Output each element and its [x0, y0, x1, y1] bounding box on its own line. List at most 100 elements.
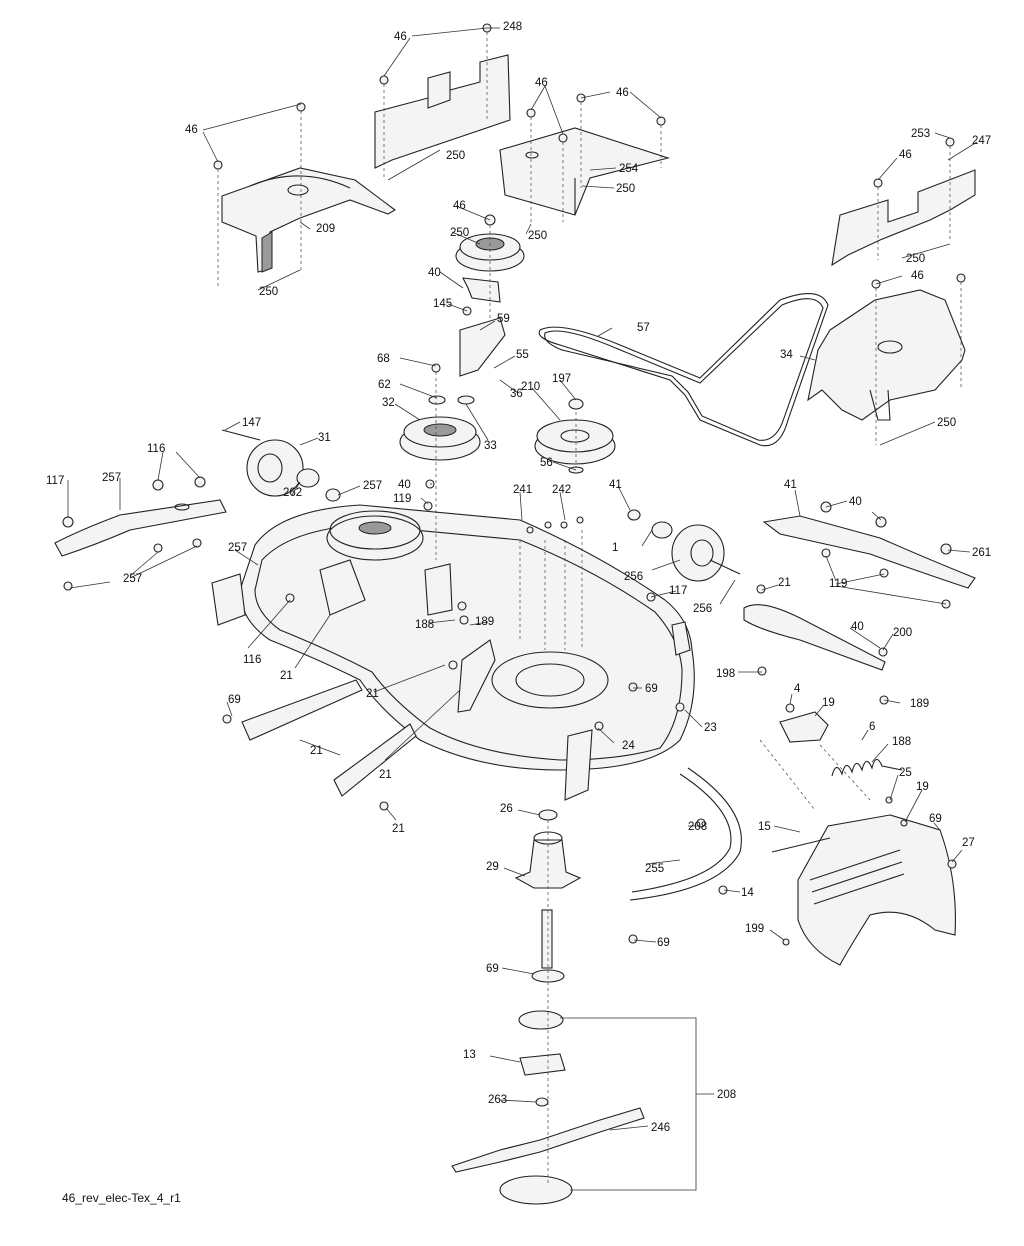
callout: 4 — [794, 683, 801, 695]
callout: 33 — [484, 440, 497, 452]
callout: 56 — [540, 457, 553, 469]
baffle-199 — [629, 767, 742, 901]
callout: 31 — [318, 432, 331, 444]
callout: 117 — [46, 475, 64, 487]
gauge-wheel-left — [221, 429, 341, 502]
callout: 261 — [972, 547, 991, 559]
hardware — [62, 23, 966, 946]
callout: 256 — [624, 571, 643, 583]
callout: 41 — [609, 479, 622, 491]
callout: 19 — [822, 697, 835, 709]
lift-bar-262 — [54, 499, 227, 557]
callout: 250 — [446, 150, 465, 162]
links-6 — [241, 679, 417, 797]
pulley-36 — [399, 416, 481, 461]
callout-labels: 46 248 46 46 46 46 253 247 250 250 254 2… — [46, 21, 991, 1134]
callout: 69 — [929, 813, 942, 825]
callout: 21 — [310, 745, 323, 757]
callout: 69 — [486, 963, 499, 975]
callout: 46 — [185, 124, 198, 136]
callout: 41 — [784, 479, 797, 491]
callout: 116 — [243, 654, 261, 666]
shield-247 — [831, 169, 976, 267]
callout: 250 — [528, 230, 547, 242]
callout: 24 — [622, 740, 635, 752]
callout: 189 — [475, 616, 494, 628]
washer-56 — [457, 395, 475, 405]
shield-248 — [374, 54, 511, 169]
callout: 21 — [280, 670, 293, 682]
callout: 46 — [616, 87, 629, 99]
callout: 25 — [899, 767, 912, 779]
callout: 257 — [228, 542, 247, 554]
callout: 57 — [637, 322, 650, 334]
bracket-59 — [462, 277, 501, 303]
callout: 256 — [693, 603, 712, 615]
bracket-254 — [499, 127, 670, 216]
callout: 21 — [392, 823, 405, 835]
callout: 188 — [415, 619, 434, 631]
callout: 145 — [433, 298, 452, 310]
diagram-caption: 46_rev_elec-Tex_4_r1 — [62, 1191, 181, 1205]
spring-25 — [831, 758, 903, 777]
callout: 257 — [363, 480, 382, 492]
callout: 208 — [688, 821, 707, 833]
baffle-199-inner — [631, 773, 732, 893]
callout: 250 — [937, 417, 956, 429]
gauge-wheel-right — [627, 509, 741, 582]
belt-guard-right — [807, 289, 966, 421]
callout: 119 — [393, 493, 411, 505]
callout: 117 — [669, 585, 687, 597]
callout: 189 — [910, 698, 929, 710]
callout: 59 — [497, 313, 510, 325]
callout: 257 — [102, 472, 121, 484]
callout: 208 — [717, 1089, 736, 1101]
callout: 55 — [516, 349, 529, 361]
callout: 263 — [488, 1094, 507, 1106]
assembly-lines — [217, 32, 962, 1185]
callout: 23 — [704, 722, 717, 734]
callout: 199 — [745, 923, 764, 935]
callout: 250 — [450, 227, 469, 239]
nut-33 — [568, 398, 584, 410]
callout: 40 — [398, 479, 411, 491]
belt-guard-left — [221, 167, 396, 273]
leader-lines — [67, 27, 978, 1191]
callout: 34 — [780, 349, 793, 361]
callout: 250 — [616, 183, 635, 195]
callout: 255 — [645, 863, 664, 875]
callout: 46 — [911, 270, 924, 282]
callout: 6 — [869, 721, 875, 733]
callout: 46 — [535, 77, 548, 89]
callout: 29 — [486, 861, 499, 873]
callout: 247 — [972, 135, 991, 147]
callout: 69 — [228, 694, 241, 706]
callout: 40 — [851, 621, 864, 633]
bracket-23 — [779, 711, 829, 743]
callout: 14 — [741, 887, 754, 899]
callout: 197 — [552, 373, 571, 385]
callout: 242 — [552, 484, 571, 496]
callout: 21 — [778, 577, 791, 589]
callout: 254 — [619, 163, 639, 175]
belt-68 — [538, 293, 829, 447]
callout: 21 — [366, 688, 379, 700]
callout: 210 — [521, 381, 540, 393]
lift-bar-261 — [762, 515, 976, 589]
callout: 147 — [242, 417, 261, 429]
callout: 26 — [500, 803, 513, 815]
mower-deck — [211, 504, 695, 801]
callout: 253 — [911, 128, 930, 140]
baffle-198 — [743, 604, 886, 671]
callout: 262 — [283, 487, 302, 499]
callout: 69 — [645, 683, 658, 695]
callout: 62 — [378, 379, 391, 391]
callout: 46 — [453, 200, 466, 212]
callout: 19 — [916, 781, 929, 793]
callout: 116 — [147, 443, 165, 455]
washer-197 — [428, 395, 446, 405]
callout: 250 — [906, 253, 925, 265]
callout: 200 — [893, 627, 912, 639]
